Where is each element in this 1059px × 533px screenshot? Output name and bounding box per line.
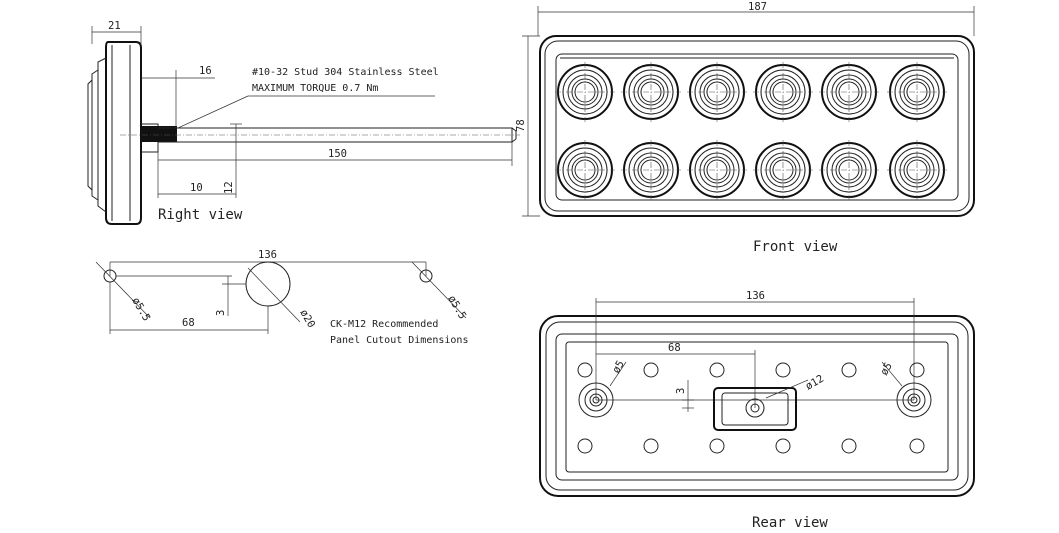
rear-view: 136 68 3 ø5 ø5 ø12 Rear view bbox=[539, 290, 975, 531]
dim-stud-offset: 16 bbox=[199, 65, 212, 77]
mount-hole bbox=[643, 362, 659, 378]
front-view: 187 78 Front view bbox=[515, 1, 975, 255]
lens bbox=[555, 140, 615, 200]
lens bbox=[555, 62, 615, 122]
dim-rear-hole-center: ø12 bbox=[804, 373, 826, 393]
dim-cutout-offset: 3 bbox=[215, 310, 227, 316]
rear-hole-grid bbox=[577, 362, 925, 454]
stud-note-torque: MAXIMUM TORQUE 0.7 Nm bbox=[252, 83, 378, 94]
dim-front-height: 78 bbox=[515, 119, 527, 132]
mount-hole bbox=[775, 438, 791, 454]
mount-hole bbox=[643, 438, 659, 454]
lens bbox=[819, 140, 879, 200]
dim-rear-half: 68 bbox=[668, 342, 681, 354]
lens bbox=[819, 62, 879, 122]
lens bbox=[621, 140, 681, 200]
lens bbox=[887, 62, 947, 122]
mount-hole bbox=[841, 438, 857, 454]
mount-hole bbox=[577, 438, 593, 454]
mount-hole bbox=[841, 362, 857, 378]
dim-rear-hole-left: ø5 bbox=[610, 359, 627, 376]
dim-front-width: 187 bbox=[748, 1, 767, 13]
right-view: 21 16 150 10 12 #10-32 Stud 304 Stainles… bbox=[87, 20, 520, 225]
dim-cutout-span: 136 bbox=[258, 249, 277, 261]
lens bbox=[687, 140, 747, 200]
dim-stud-length: 150 bbox=[328, 148, 347, 160]
lens bbox=[753, 140, 813, 200]
mount-hole bbox=[709, 362, 725, 378]
lens bbox=[621, 62, 681, 122]
mount-hole bbox=[909, 438, 925, 454]
lens bbox=[687, 62, 747, 122]
mount-hole bbox=[775, 362, 791, 378]
mount-hole bbox=[709, 438, 725, 454]
dim-rear-hole-right: ø5 bbox=[878, 361, 895, 378]
lens bbox=[753, 62, 813, 122]
panel-cutout: 136 ø5.5 ø20 ø5.5 3 68 CK-M12 Recommende… bbox=[95, 249, 468, 346]
dim-height: 12 bbox=[223, 181, 235, 194]
dim-cutout-half: 68 bbox=[182, 317, 195, 329]
dim-cutout-hole-right: ø5.5 bbox=[445, 294, 468, 322]
dim-depth: 21 bbox=[108, 20, 121, 32]
stud-thread bbox=[141, 126, 177, 142]
mount-hole bbox=[577, 362, 593, 378]
dim-stud-start: 10 bbox=[190, 182, 203, 194]
dim-cutout-hole-center: ø20 bbox=[297, 308, 317, 330]
front-lens-grid bbox=[555, 62, 947, 200]
dim-cutout-hole-left: ø5.5 bbox=[129, 296, 152, 324]
mount-hole bbox=[909, 362, 925, 378]
cutout-note-line1: CK-M12 Recommended bbox=[330, 319, 438, 330]
lens bbox=[887, 140, 947, 200]
dim-rear-span: 136 bbox=[746, 290, 765, 302]
front-view-label: Front view bbox=[753, 239, 838, 255]
cutout-note-line2: Panel Cutout Dimensions bbox=[330, 335, 468, 346]
rear-view-label: Rear view bbox=[752, 515, 828, 531]
dim-rear-offset: 3 bbox=[675, 388, 687, 394]
right-view-label: Right view bbox=[158, 207, 243, 223]
stud-note-material: #10-32 Stud 304 Stainless Steel bbox=[252, 67, 439, 78]
